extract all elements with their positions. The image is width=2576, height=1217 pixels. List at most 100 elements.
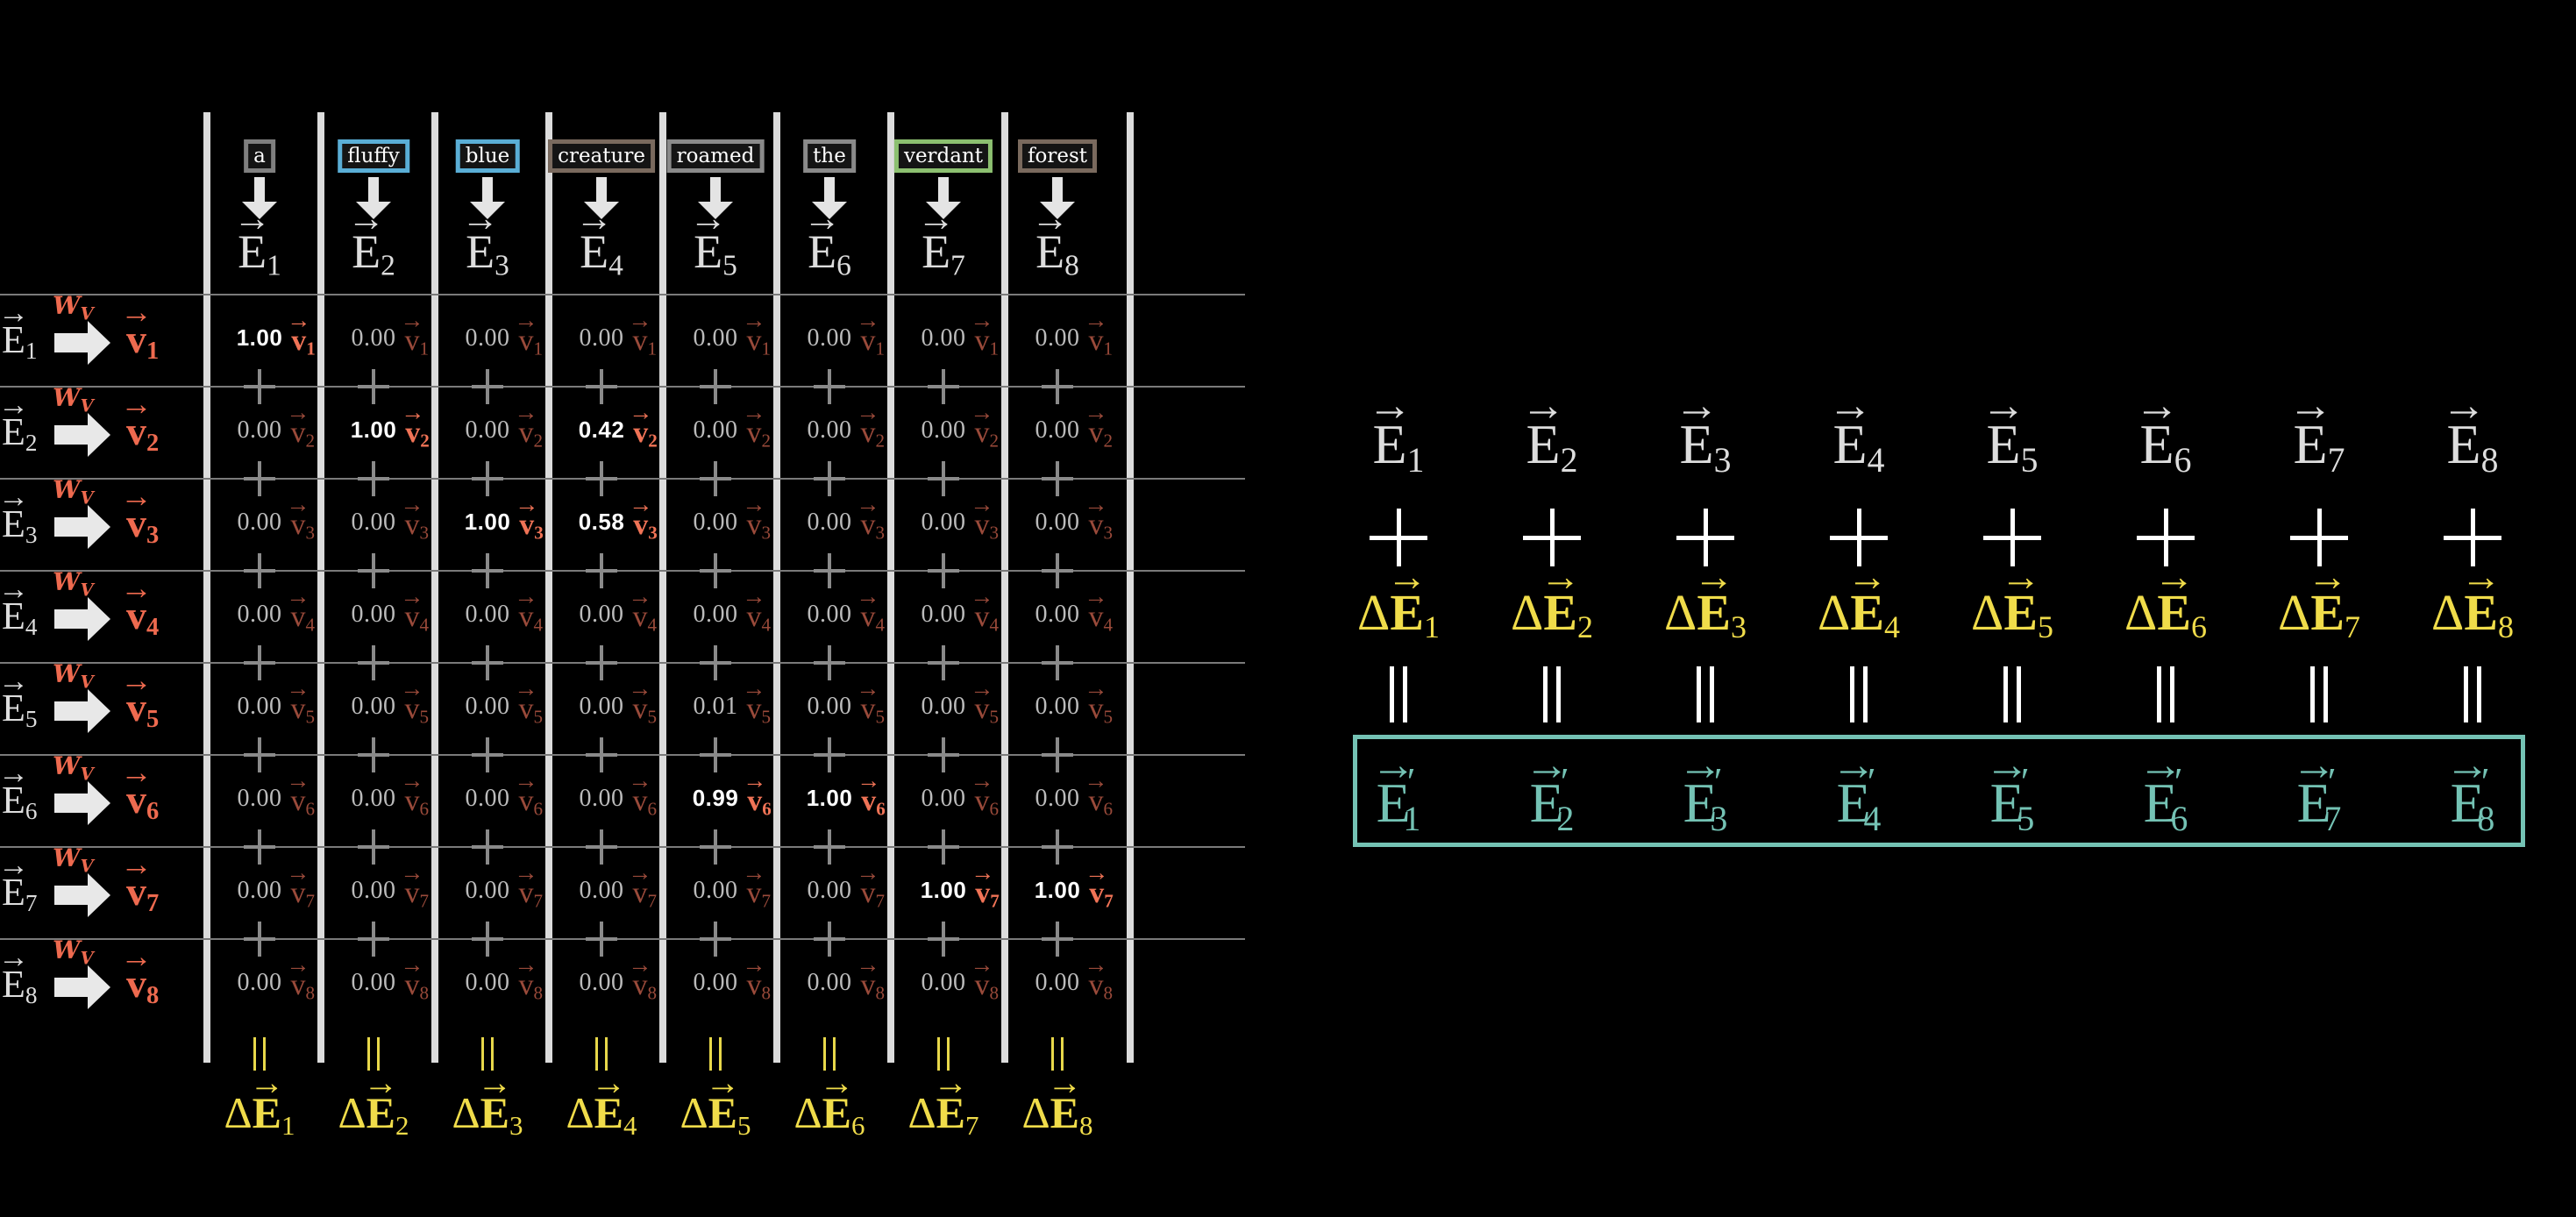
embedding-symbol: E (2140, 412, 2174, 477)
value-subscript: 4 (1103, 614, 1114, 636)
plus-icon (244, 461, 275, 496)
value-symbol: v (747, 324, 762, 358)
column-separator (1001, 112, 1008, 1063)
right-arrow-icon (54, 505, 110, 549)
value-subscript: 2 (648, 430, 658, 452)
value-matrix-label: WV (53, 475, 94, 509)
embedding-subscript: 1 (25, 337, 38, 364)
value-symbol: v (519, 509, 534, 542)
value-subscript: 3 (648, 522, 658, 544)
matrix-subscript: V (80, 488, 94, 509)
column-separator (317, 112, 324, 1063)
value-subscript: 8 (989, 982, 1000, 1004)
attention-weight: 0.00 (1035, 969, 1080, 996)
plus-icon (814, 461, 845, 496)
value-subscript: 4 (647, 614, 658, 636)
value-subscript: 7 (1104, 890, 1114, 912)
value-symbol: v (861, 601, 876, 634)
value-subscript: 5 (761, 706, 772, 728)
value-subscript: 2 (305, 430, 316, 452)
weighted-value-cell: 0.00v4 (352, 601, 430, 635)
delta-embedding-label: ΔE7 (907, 1087, 978, 1142)
matrix-letter: W (53, 567, 81, 596)
column-embedding-label: E4 (580, 224, 623, 282)
original-embedding: E7 (2294, 412, 2345, 480)
value-subscript: 7 (419, 890, 430, 912)
attention-weight: 0.00 (579, 601, 624, 628)
attention-weight: 0.00 (465, 785, 510, 812)
value-subscript: 6 (989, 798, 1000, 820)
value-symbol: v (519, 324, 534, 358)
value-subscript: 6 (876, 798, 886, 820)
row-value-vector-label: v3 (126, 500, 159, 550)
attention-weight: 0.00 (351, 877, 396, 904)
value-subscript: 8 (647, 982, 658, 1004)
weighted-value-cell: 0.00v5 (352, 693, 430, 727)
embedding-symbol: E (2, 962, 25, 1007)
plus-icon (358, 645, 389, 680)
embedding-symbol: E (936, 1087, 965, 1138)
column-embedding-label: E8 (1035, 224, 1079, 282)
weighted-value-cell: 0.99v6 (693, 785, 772, 819)
delta-symbol: Δ (1971, 584, 2004, 641)
original-embedding: E3 (1680, 412, 1732, 480)
delta-embedding: ΔE5 (1971, 583, 2053, 645)
equals-icon (595, 1037, 608, 1071)
row-separator (0, 386, 1245, 388)
matrix-letter: W (53, 475, 81, 504)
embedding-symbol: E (1697, 583, 1731, 642)
embedding-subscript: 8 (2480, 440, 2499, 480)
embedding-subscript: 1 (267, 249, 281, 282)
value-symbol: v (291, 969, 306, 1002)
right-arrow-icon (54, 597, 110, 641)
attention-weight: 0.00 (465, 324, 510, 352)
embedding-symbol: E (1377, 771, 1411, 836)
embedding-symbol: E (2, 409, 25, 454)
weighted-value-cell: 0.00v3 (694, 509, 772, 543)
plus-icon (244, 645, 275, 680)
token-chip: fluffy (338, 139, 409, 173)
value-subscript: 6 (533, 798, 544, 820)
attention-weight: 0.00 (237, 693, 282, 720)
plus-icon (472, 461, 503, 496)
value-subscript: 5 (647, 706, 658, 728)
plus-icon (358, 553, 389, 588)
plus-icon (472, 829, 503, 865)
attention-weight: 0.58 (578, 509, 625, 535)
delta-embedding: ΔE7 (2278, 583, 2360, 645)
row-embedding-label: E8 (2, 962, 38, 1009)
embedding-symbol: E (1373, 412, 1407, 477)
weighted-value-cell: 0.00v3 (1035, 509, 1114, 543)
embedding-symbol: E (2, 502, 25, 546)
plus-icon (700, 461, 731, 496)
plus-icon (586, 737, 617, 772)
delta-subscript: 6 (851, 1109, 865, 1141)
plus-icon (928, 645, 959, 680)
embedding-subscript: 3 (25, 521, 38, 548)
value-symbol: v (126, 500, 146, 546)
embedding-symbol: E (2, 778, 25, 822)
updated-embedding: E′8 (2451, 758, 2495, 839)
attention-weight: 0.00 (237, 416, 282, 444)
value-subscript: 8 (533, 982, 544, 1004)
value-symbol: v (1089, 693, 1104, 726)
value-symbol: v (519, 969, 534, 1002)
attention-weight: 0.00 (351, 969, 396, 996)
weighted-value-cell: 0.00v6 (1035, 785, 1114, 819)
column-separator (887, 112, 894, 1063)
delta-embedding-label: ΔE6 (793, 1087, 865, 1142)
delta-embedding: ΔE3 (1664, 583, 1747, 645)
weighted-value-cell: 0.00v1 (465, 324, 544, 359)
value-symbol: v (405, 969, 420, 1002)
delta-subscript: 1 (281, 1109, 295, 1141)
value-symbol: v (405, 601, 420, 634)
value-symbol: v (975, 509, 990, 542)
delta-embedding-label: ΔE1 (224, 1087, 295, 1142)
value-subscript: 7 (533, 890, 544, 912)
embedding-symbol: E (1987, 412, 2021, 477)
weighted-value-cell: 0.58v3 (578, 509, 658, 543)
embedding-symbol: E (2144, 771, 2178, 836)
weighted-value-cell: 0.00v6 (580, 785, 658, 819)
value-symbol: v (975, 693, 990, 726)
value-subscript: 2 (146, 430, 160, 458)
